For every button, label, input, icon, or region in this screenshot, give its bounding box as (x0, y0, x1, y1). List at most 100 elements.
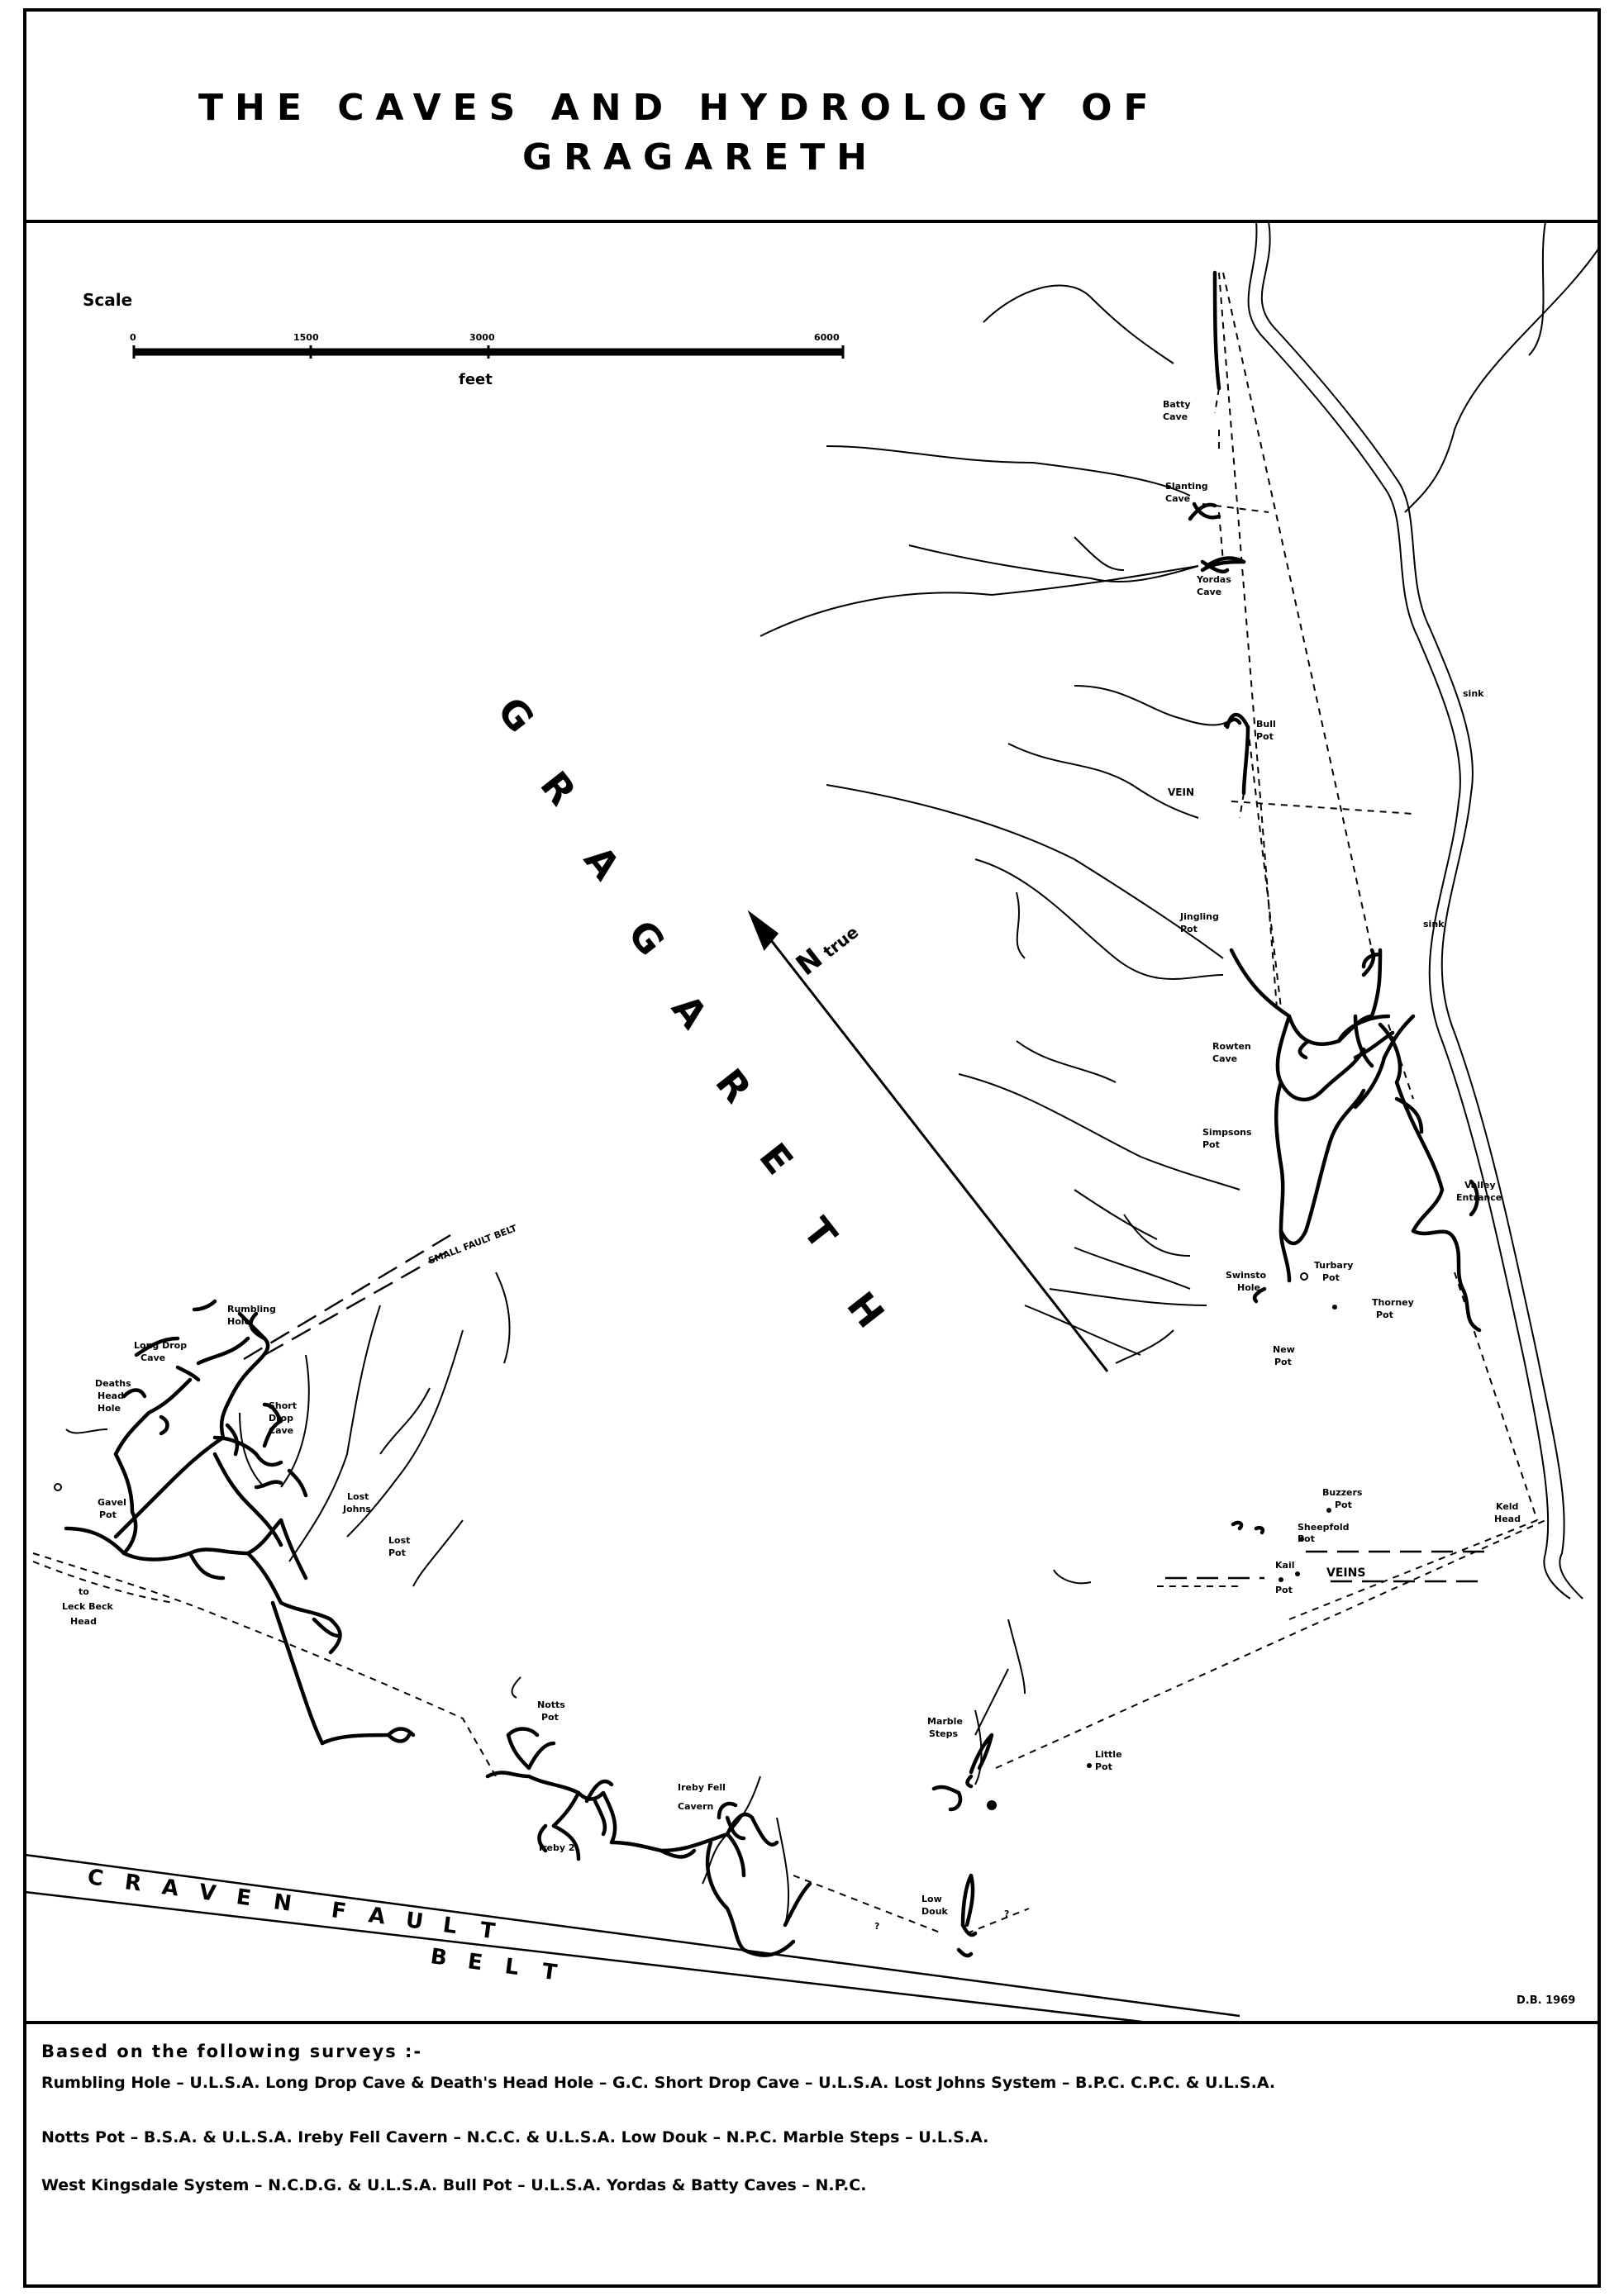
cave-labels: Batty Cave Slanting Cave Yordas Cave Bul… (95, 399, 1521, 1917)
label-ireby2: Ireby 2 (539, 1842, 575, 1853)
fault-letter-t2: T (540, 1959, 559, 1985)
fault-letter-l1: L (441, 1913, 458, 1939)
fault-letter-l2: L (503, 1954, 520, 1980)
label-gavel-1: Gavel (98, 1497, 126, 1508)
north-arrow: N true (747, 910, 1109, 1372)
label-rumbling-1: Rumbling (227, 1304, 276, 1314)
region-letter-r1: R (531, 763, 584, 814)
label-lowdouk-1: Low (921, 1894, 942, 1904)
label-deaths-3: Hole (98, 1403, 121, 1414)
label-swinsto-1: Swinsto (1226, 1270, 1266, 1281)
label-longdrop-2: Cave (140, 1352, 165, 1363)
fault-letter-e: E (235, 1885, 253, 1911)
label-newpot-1: New (1273, 1344, 1295, 1355)
lost-johns-system (64, 1299, 416, 1746)
water-traces (32, 272, 1546, 1934)
ireby-notts-system (485, 1727, 812, 1957)
fault-letter-f: F (330, 1898, 348, 1924)
label-shortdrop-1: Short (269, 1400, 297, 1411)
label-turbary-1: Turbary (1314, 1260, 1353, 1271)
scale-tick-6000: 6000 (814, 332, 840, 343)
question-mark-2: ? (1004, 1909, 1009, 1919)
label-notts-2: Pot (541, 1712, 559, 1723)
region-letter-a1: A (575, 838, 629, 889)
map-title-line1: THE CAVES AND HYDROLOGY OF (198, 87, 1160, 129)
label-jingling-2: Pot (1180, 924, 1198, 934)
label-irebyfell-2: Cavern (678, 1801, 713, 1812)
marble-steps-lowdouk (931, 1733, 994, 1958)
label-keld-2: Head (1494, 1514, 1521, 1524)
label-rowten-1: Rowten (1212, 1041, 1251, 1052)
label-longdrop-1: Long Drop (134, 1340, 187, 1351)
question-mark-1: ? (874, 1921, 879, 1932)
east-streams (760, 284, 1240, 1364)
region-letter-h: H (838, 1284, 893, 1337)
label-slanting-2: Cave (1165, 493, 1190, 504)
label-deaths-2: Head (98, 1390, 124, 1401)
label-buzzers-2: Pot (1335, 1500, 1352, 1510)
west-streams (65, 1272, 1092, 1926)
label-marble-1: Marble (927, 1716, 963, 1727)
label-lostjohns-2: Johns (342, 1504, 371, 1514)
label-little-1: Little (1095, 1749, 1122, 1760)
label-sheepfold-1: Sheepfold (1298, 1522, 1350, 1533)
scale-tick-3000: 3000 (469, 332, 495, 343)
label-bull-2: Pot (1256, 731, 1274, 742)
label-shortdrop-3: Cave (269, 1425, 293, 1436)
label-lostpot-1: Lost (388, 1535, 410, 1546)
label-swinsto-2: Hole (1237, 1282, 1260, 1293)
label-valley-1: Valley (1464, 1180, 1496, 1191)
north-label-sub: true (819, 922, 862, 962)
region-letter-r2: R (707, 1061, 760, 1111)
label-sheepfold-2: Pot (1298, 1533, 1315, 1544)
fault-letter-a2: A (367, 1903, 387, 1929)
fault-letter-e2: E (466, 1949, 484, 1975)
to-leck-line1: to (79, 1586, 89, 1597)
label-valley-2: Entrance (1456, 1192, 1502, 1203)
label-bull-1: Bull (1256, 719, 1276, 730)
scale-tick-1500: 1500 (293, 332, 319, 343)
small-fault-belt-label: SMALL FAULT BELT (426, 1223, 518, 1267)
label-yordas-1: Yordas (1196, 574, 1231, 585)
map-title-line2: GRAGARETH (522, 136, 879, 178)
region-letter-t: T (794, 1210, 845, 1257)
scale-tick-0: 0 (130, 332, 136, 343)
label-rumbling-2: Hole (227, 1316, 250, 1327)
label-turbary-2: Pot (1322, 1272, 1340, 1283)
fault-letter-n: N (272, 1890, 293, 1917)
label-jingling-1: Jingling (1179, 911, 1219, 922)
label-gavel-2: Pot (99, 1509, 117, 1520)
to-leck-line2: Leck Beck (62, 1601, 114, 1612)
label-deaths-1: Deaths (95, 1378, 131, 1389)
sink-label-upper: sink (1463, 688, 1484, 699)
fault-letter-u: U (404, 1908, 425, 1935)
label-thorney-1: Thorney (1372, 1297, 1414, 1308)
fault-letter-a1: A (160, 1875, 180, 1901)
valley-stream (1247, 221, 1600, 1600)
fault-letter-r: R (123, 1870, 143, 1896)
scale-bar: Scale 0 1500 3000 6000 feet (83, 290, 845, 388)
footer-heading: Based on the following surveys :- (41, 2042, 422, 2061)
sink-label-lower: sink (1423, 919, 1445, 929)
scale-label: Scale (83, 290, 132, 310)
fault-letter-b: B (429, 1944, 449, 1970)
label-marble-2: Steps (929, 1728, 959, 1739)
label-kail-2: Pot (1275, 1585, 1293, 1595)
label-simpsons-1: Simpsons (1202, 1127, 1252, 1138)
label-slanting-1: Slanting (1165, 481, 1208, 492)
region-letter-g1: G (488, 689, 543, 741)
scale-unit: feet (459, 371, 493, 388)
label-keld-1: Keld (1496, 1501, 1518, 1512)
shaft-dots (54, 1272, 1337, 1810)
region-letter-e: E (750, 1135, 802, 1183)
label-lostpot-2: Pot (388, 1547, 406, 1558)
label-batty-2: Cave (1163, 411, 1188, 422)
label-notts-1: Notts (537, 1699, 565, 1710)
fault-letter-v: V (198, 1880, 217, 1906)
label-rowten-2: Cave (1212, 1053, 1237, 1064)
label-buzzers-1: Buzzers (1322, 1487, 1363, 1498)
author-credit: D.B. 1969 (1517, 1994, 1575, 2007)
label-irebyfell-1: Ireby Fell (678, 1782, 726, 1793)
fault-letter-c: C (86, 1865, 105, 1891)
